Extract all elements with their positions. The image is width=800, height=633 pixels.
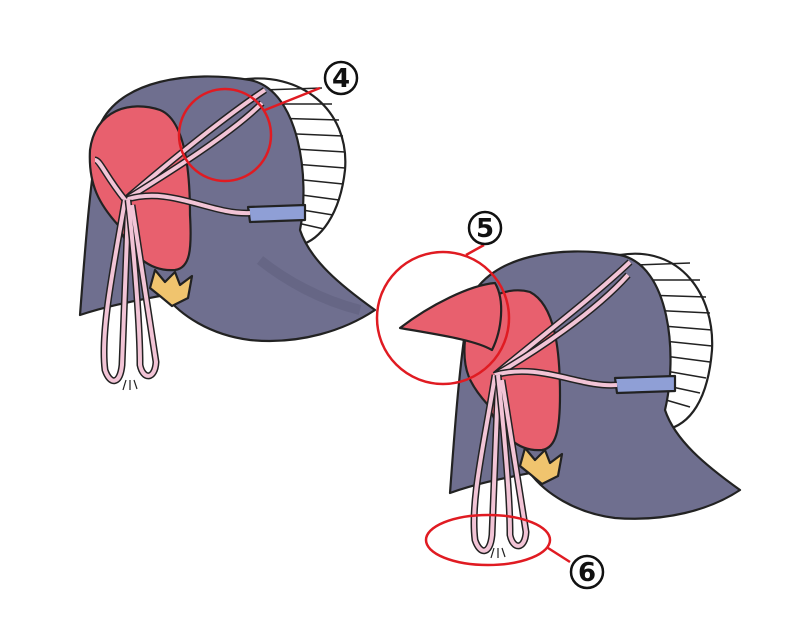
right-clip	[613, 374, 677, 395]
callout-5: 5	[375, 210, 511, 386]
callout-5-label: 5	[476, 214, 494, 244]
right-cord-tassel	[490, 547, 506, 559]
callout-6-label: 6	[578, 558, 596, 588]
left-cords	[93, 87, 267, 385]
right-figure	[398, 250, 742, 559]
left-hair	[148, 268, 194, 308]
callout-4: 4	[177, 60, 359, 183]
callout-4-label: 4	[332, 64, 350, 94]
right-cords	[470, 259, 633, 555]
right-hair	[518, 446, 564, 486]
left-cord-tassel	[122, 379, 138, 391]
left-figure	[78, 75, 377, 391]
callout-6: 6	[424, 513, 605, 590]
right-headdress-flap	[398, 281, 503, 352]
left-clip	[246, 203, 307, 224]
